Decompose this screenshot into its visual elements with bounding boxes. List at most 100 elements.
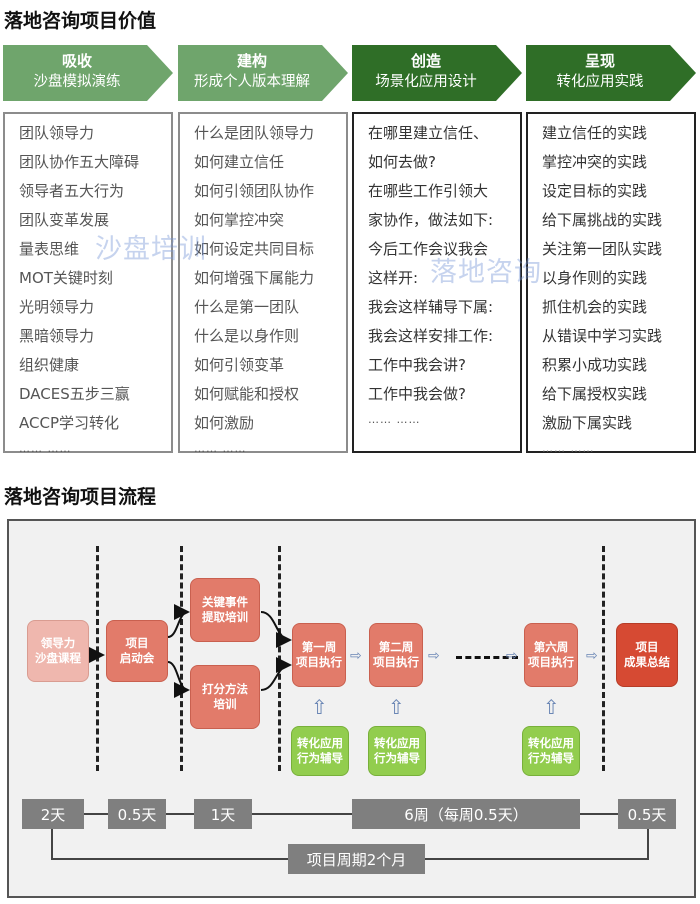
list-item: 如何建立信任: [194, 153, 285, 171]
watermark-sandbox: 沙盘培训: [95, 234, 207, 265]
phase-divider: [602, 546, 605, 771]
results-summary-node: 项目成果总结: [616, 623, 678, 687]
week1-execution-node: 第一周项目执行: [292, 623, 346, 687]
list-box-construct: 什么是团队领导力如何建立信任如何引领团队协作如何掌控冲突如何设定共同目标如何增强…: [178, 112, 348, 455]
list-item: 如何设定共同目标: [194, 240, 315, 258]
list-ellipsis: …… ……: [19, 442, 72, 455]
list-ellipsis: …… ……: [194, 442, 247, 455]
stage-subtitle: 转化应用实践: [556, 74, 644, 90]
week6-execution-node: 第六周项目执行: [524, 623, 578, 687]
watermark-consulting: 落地咨询: [430, 257, 542, 288]
list-box-present: 建立信任的实践掌控冲突的实践设定目标的实践给下属挑战的实践关注第一团队实践以身作…: [526, 112, 696, 455]
duration-sandbox: 2天: [22, 799, 84, 829]
stage-name: 呈现: [584, 52, 615, 70]
list-item: 以身作则的实践: [542, 269, 648, 287]
list-item: 积累小成功实践: [542, 356, 648, 374]
list-item: 给下属挑战的实践: [542, 211, 663, 229]
list-ellipsis: …… ……: [368, 413, 421, 426]
flow-section-title: 落地咨询项目流程: [4, 486, 157, 508]
list-item: 在哪里建立信任、: [368, 124, 489, 142]
hollow-arrow-up-icon: ⇧: [543, 695, 560, 719]
list-item: 团队协作五大障碍: [19, 153, 140, 171]
list-item: 在哪些工作引领大: [368, 182, 489, 200]
list-item: 从错误中学习实践: [542, 327, 663, 345]
behavior-coaching-node: 转化应用行为辅导: [291, 726, 349, 776]
list-item: 工作中我会做?: [368, 385, 466, 403]
list-item: 这样开:: [368, 269, 419, 287]
scoring-method-training-node: 打分方法培训: [190, 665, 260, 729]
list-ellipsis: …… ……: [542, 442, 595, 455]
dashed-continuation-line: [456, 656, 518, 659]
timeline-connector: [252, 813, 352, 815]
list-item: 如何引领团队协作: [194, 182, 315, 200]
list-box-create: 在哪里建立信任、如何去做? 在哪些工作引领大家协作，做法如下: 今后工作会议我会这样…: [352, 112, 522, 453]
list-item: 家协作，做法如下:: [368, 211, 494, 229]
list-box-absorb: 团队领导力团队协作五大障碍领导者五大行为团队变革发展量表思维 MOT关键时刻光明领…: [3, 112, 173, 455]
duration-summary: 0.5天: [618, 799, 676, 829]
timeline-connector: [580, 813, 618, 815]
list-item: 今后工作会议我会: [368, 240, 489, 258]
list-item: 团队领导力: [19, 124, 95, 142]
list-item: 设定目标的实践: [542, 182, 648, 200]
hollow-arrow-up-icon: ⇧: [388, 695, 405, 719]
list-item: 给下属授权实践: [542, 385, 648, 403]
duration-execution: 6周（每周0.5天）: [352, 799, 580, 829]
behavior-coaching-node: 转化应用行为辅导: [522, 726, 580, 776]
stage-name: 创造: [410, 52, 441, 70]
project-cycle-label: 项目周期2个月: [288, 844, 425, 874]
timeline-connector: [166, 813, 194, 815]
list-item: 建立信任的实践: [542, 124, 648, 142]
list-item: 如何引领变革: [194, 356, 285, 374]
list-item: 如何去做?: [368, 153, 436, 171]
hollow-arrow-up-icon: ⇧: [311, 695, 328, 719]
hollow-arrow-right-icon: ⇨: [586, 648, 598, 664]
key-events-training-node: 关键事件提取培训: [190, 578, 260, 642]
list-item: 激励下属实践: [542, 414, 633, 432]
list-item: ACCP学习转化: [19, 414, 119, 432]
duration-training: 1天: [194, 799, 252, 829]
flow-frame: [7, 519, 696, 898]
list-item: 团队变革发展: [19, 211, 110, 229]
stage-chevron-present: 呈现 转化应用实践: [526, 45, 696, 101]
kickoff-meeting-node: 项目启动会: [106, 620, 168, 682]
week2-execution-node: 第二周项目执行: [369, 623, 423, 687]
sandbox-course-node: 领导力沙盘课程: [27, 620, 89, 682]
list-item: 领导者五大行为: [19, 182, 125, 200]
hollow-arrow-right-icon: ⇨: [428, 648, 440, 664]
stage-subtitle: 沙盘模拟演练: [33, 74, 121, 90]
list-item: 组织健康: [19, 356, 80, 374]
list-item: 光明领导力: [19, 298, 95, 316]
hollow-arrow-right-icon: ⇨: [350, 648, 362, 664]
list-item: DACES五步三赢: [19, 385, 130, 403]
stage-chevron-construct: 建构 形成个人版本理解: [178, 45, 348, 101]
list-item: 工作中我会讲?: [368, 356, 466, 374]
list-item: 掌控冲突的实践: [542, 153, 648, 171]
list-item: 什么是以身作则: [194, 327, 300, 345]
list-item: 如何激励: [194, 414, 255, 432]
list-item: MOT关键时刻: [19, 269, 113, 287]
list-item: 如何增强下属能力: [194, 269, 315, 287]
stage-name: 吸收: [61, 52, 92, 70]
duration-kickoff: 0.5天: [108, 799, 166, 829]
stage-chevron-absorb: 吸收 沙盘模拟演练: [3, 45, 173, 101]
stage-chevron-create: 创造 场景化应用设计: [352, 45, 522, 101]
timeline-connector: [84, 813, 108, 815]
behavior-coaching-node: 转化应用行为辅导: [368, 726, 426, 776]
value-section-title: 落地咨询项目价值: [4, 10, 157, 32]
list-item: 如何掌控冲突: [194, 211, 285, 229]
stage-subtitle: 场景化应用设计: [375, 74, 477, 90]
list-item: 什么是第一团队: [194, 298, 300, 316]
list-item: 量表思维: [19, 240, 80, 258]
list-item: 我会这样辅导下属:: [368, 298, 494, 316]
list-item: 我会这样安排工作:: [368, 327, 494, 345]
stage-subtitle: 形成个人版本理解: [194, 74, 310, 90]
hollow-arrow-right-icon: ⇨: [506, 648, 518, 664]
list-item: 如何赋能和授权: [194, 385, 300, 403]
list-item: 关注第一团队实践: [542, 240, 663, 258]
phase-divider: [180, 546, 183, 771]
list-item: 抓住机会的实践: [542, 298, 648, 316]
list-item: 黑暗领导力: [19, 327, 95, 345]
stage-name: 建构: [236, 52, 267, 70]
